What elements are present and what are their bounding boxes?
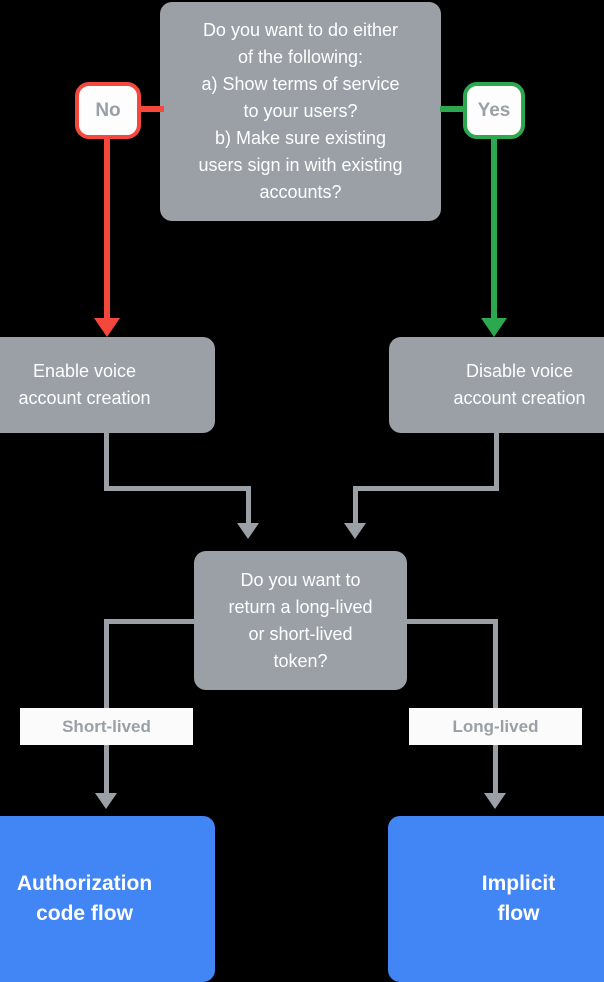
node-implicit-flow-label: Implicit flow <box>481 872 556 925</box>
edge-disable-arrowhead <box>344 523 366 539</box>
badge-no-label: No <box>95 99 121 121</box>
badge-no[interactable]: No <box>75 82 141 139</box>
edge-short-arrowhead <box>95 793 117 809</box>
edge-label-long-lived: Long-lived <box>409 708 582 745</box>
badge-yes[interactable]: Yes <box>463 82 525 139</box>
node-decision-terms[interactable]: Do you want to do either of the followin… <box>160 2 441 221</box>
node-decision-token-label: Do you want to return a long-lived or sh… <box>228 569 373 671</box>
node-implicit-flow[interactable]: Implicit flow <box>388 816 604 982</box>
edge-label-short-lived-text: Short-lived <box>62 716 151 736</box>
edge-no-vertical <box>104 136 110 319</box>
edge-no-stub <box>138 106 164 112</box>
node-decision-token[interactable]: Do you want to return a long-lived or sh… <box>194 551 407 690</box>
node-authorization-code-flow-label: Authorization code flow <box>16 872 153 925</box>
edge-disable-horizontal <box>353 486 499 491</box>
edge-no-arrowhead <box>94 318 120 337</box>
edge-enable-horizontal <box>104 486 251 491</box>
edge-yes-stub <box>440 106 466 112</box>
edge-enable-vertical-1 <box>104 433 109 491</box>
edge-long-vertical <box>493 619 498 794</box>
edge-enable-vertical-2 <box>246 486 251 524</box>
edge-short-vertical <box>104 619 109 794</box>
edge-yes-arrowhead <box>481 318 507 337</box>
node-enable-voice-label: Enable voice account creation <box>18 361 151 408</box>
edge-label-short-lived: Short-lived <box>20 708 193 745</box>
badge-yes-label: Yes <box>477 99 511 121</box>
node-decision-terms-label: Do you want to do either of the followin… <box>198 20 403 202</box>
edge-long-horizontal <box>402 619 498 624</box>
node-disable-voice-label: Disable voice account creation <box>453 361 586 408</box>
edge-short-horizontal <box>104 619 200 624</box>
edge-disable-vertical-2 <box>353 486 358 524</box>
edge-long-arrowhead <box>484 793 506 809</box>
edge-enable-arrowhead <box>237 523 259 539</box>
edge-yes-vertical <box>491 136 497 319</box>
node-authorization-code-flow[interactable]: Authorization code flow <box>0 816 215 982</box>
edge-disable-vertical-1 <box>494 433 499 491</box>
node-enable-voice[interactable]: Enable voice account creation <box>0 337 215 433</box>
edge-label-long-lived-text: Long-lived <box>452 716 539 736</box>
node-disable-voice[interactable]: Disable voice account creation <box>389 337 604 433</box>
